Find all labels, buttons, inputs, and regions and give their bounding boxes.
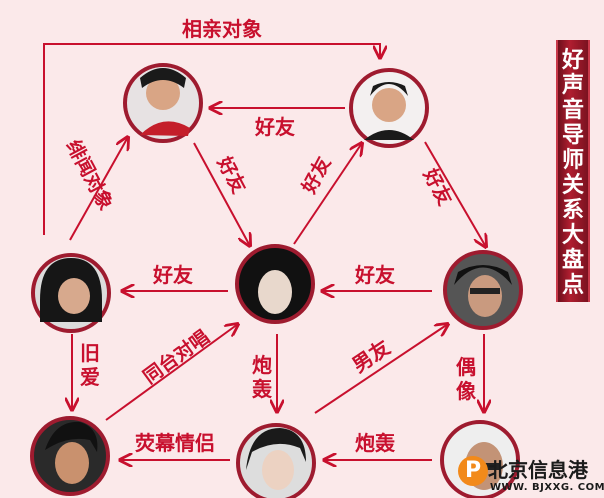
- edge-b-e: [424, 141, 486, 247]
- label-friend-b-a: 好友: [254, 115, 295, 139]
- title-banner: 好声音导师关系大盘点: [556, 40, 590, 302]
- edge-d-b: [293, 143, 362, 245]
- edge-c-a: [69, 137, 128, 241]
- edge-c-b: [43, 43, 380, 235]
- watermark-name: 北京信息港: [488, 458, 588, 482]
- label-friend-e-d: 好友: [354, 263, 395, 287]
- label-friend-d-c: 好友: [152, 263, 193, 287]
- label-screen-couple: 荧幕情侣: [135, 431, 215, 455]
- label-rumor: 绯闻对象: [62, 136, 118, 214]
- label-friend-a-d: 好友: [212, 152, 251, 197]
- node-b: [349, 68, 429, 148]
- label-duet: 同台对唱: [139, 325, 214, 388]
- node-c: [31, 253, 111, 333]
- title-text: 好声音导师关系大盘点: [561, 48, 584, 298]
- label-attack-h-g: 炮轰: [355, 431, 396, 455]
- node-e: [443, 250, 523, 330]
- label-old-love: 旧爱: [80, 341, 100, 389]
- node-d: [235, 244, 315, 324]
- watermark: P 北京信息港 WWW. BJXXG. COM: [458, 452, 604, 496]
- edge-g-e: [314, 324, 448, 414]
- edge-a-d: [193, 142, 250, 246]
- watermark-logo-icon: P: [458, 456, 488, 486]
- watermark-url: WWW. BJXXG. COM: [490, 482, 604, 493]
- edge-f-d: [105, 324, 238, 421]
- label-matchmaking: 相亲对象: [182, 17, 262, 41]
- node-f: [30, 416, 110, 496]
- label-attack-d-g: 炮轰: [251, 353, 273, 401]
- label-boyfriend: 男友: [348, 335, 395, 377]
- node-g: [236, 423, 316, 498]
- node-a: [123, 63, 203, 143]
- label-idol: 偶像: [456, 355, 477, 403]
